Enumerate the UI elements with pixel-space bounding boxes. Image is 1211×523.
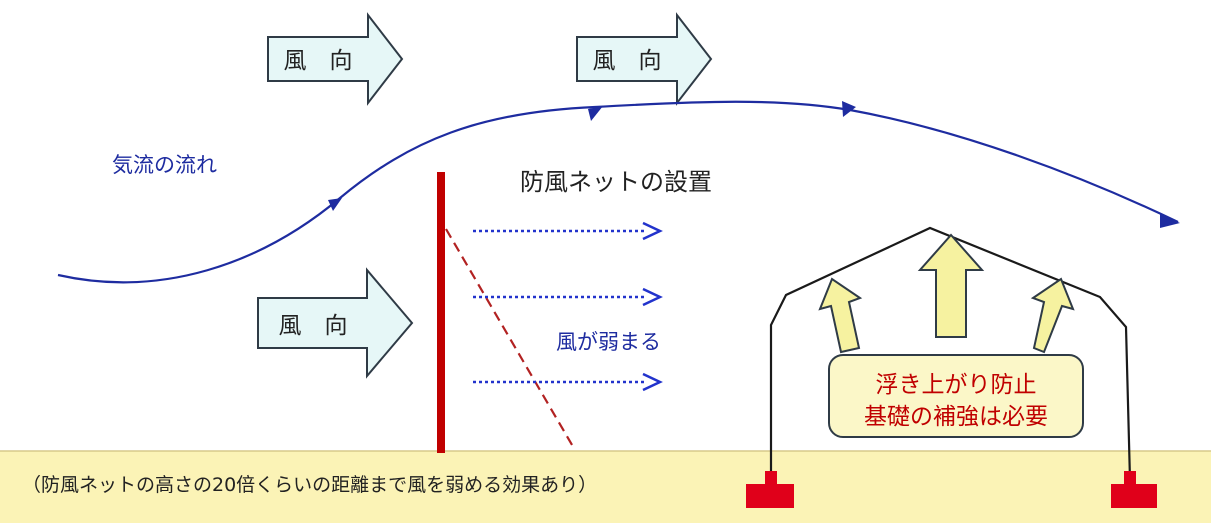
wind-arrow-1: 風 向 <box>267 12 404 106</box>
net-title: 防風ネットの設置 <box>520 168 712 196</box>
airflow-marker-2 <box>588 106 603 121</box>
greenhouse-frame <box>769 226 1132 481</box>
net-shelter-line <box>445 228 576 451</box>
wind-arrow-3-label: 風 向 <box>279 313 348 339</box>
airflow-curve <box>57 100 1179 284</box>
wind-arrow-2: 風 向 <box>576 12 713 106</box>
weak-wind-arrowhead-1 <box>642 221 663 241</box>
weak-wind-arrowhead-3 <box>642 372 663 392</box>
uplift-box-line1: 浮き上がり防止 <box>876 372 1037 398</box>
foundation-right <box>1111 471 1157 508</box>
weak-wind-arrowhead-2 <box>642 287 663 307</box>
uplift-box-line2: 基礎の補強は必要 <box>864 404 1048 430</box>
net-post <box>437 172 445 453</box>
wind-arrow-2-label: 風 向 <box>593 48 662 74</box>
ground <box>0 451 1211 523</box>
uplift-arrow-left <box>818 277 863 354</box>
uplift-arrow-center <box>917 233 985 338</box>
airflow-marker-end <box>1160 214 1180 228</box>
wind-arrow-3: 風 向 <box>257 267 414 379</box>
airflow-marker-3 <box>842 101 856 117</box>
airflow-marker-1 <box>328 198 342 211</box>
weak-wind-label: 風が弱まる <box>556 330 661 354</box>
airflow-label: 気流の流れ <box>112 153 217 177</box>
uplift-box <box>828 354 1084 438</box>
uplift-arrow-right <box>1030 277 1075 354</box>
ground-caption: （防風ネットの高さの20倍くらいの距離まで風を弱める効果あり） <box>22 474 597 496</box>
foundation-left <box>746 471 794 508</box>
wind-arrow-1-label: 風 向 <box>284 48 353 74</box>
weak-wind-arrows <box>473 221 663 392</box>
